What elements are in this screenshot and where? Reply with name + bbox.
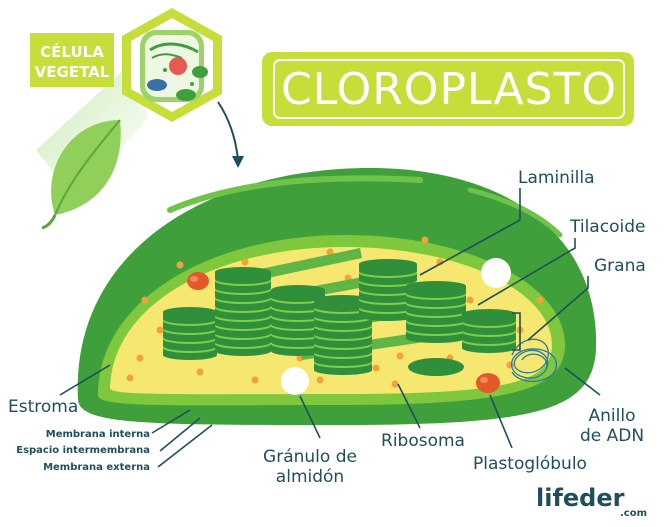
thylakoid-bottom — [314, 347, 372, 357]
thylakoid-bottom — [271, 319, 325, 329]
thylakoid-bottom — [406, 306, 466, 316]
thylakoid-bottom — [271, 310, 325, 320]
label-espacio-intermembrana: Espacio intermembrana — [16, 445, 150, 456]
thylakoid-bottom — [163, 332, 217, 342]
label-plastoglobulo: Plastoglóbulo — [473, 454, 587, 474]
thylakoid-bottom — [215, 337, 271, 347]
thylakoid-bottom — [271, 292, 325, 302]
thylakoid-bottom — [215, 319, 271, 329]
thylakoid — [359, 259, 417, 269]
badge-line2: VEGETAL — [35, 63, 110, 81]
label-membrana-interna: Membrana interna — [46, 429, 150, 440]
thylakoid — [271, 285, 325, 295]
title-banner: CLOROPLASTO — [262, 52, 634, 126]
thylakoid-bottom — [406, 297, 466, 307]
dna-ring — [510, 338, 557, 383]
thylakoid-bottom — [314, 338, 372, 348]
leader-lines — [59, 188, 601, 468]
thylakoid-bottom — [163, 341, 217, 351]
thylakoid-bottom — [314, 365, 372, 375]
label-laminilla: Laminilla — [518, 168, 595, 188]
thylakoid — [406, 281, 466, 291]
thylakoid-bottom — [359, 284, 417, 294]
thylakoid-bottom — [314, 311, 372, 321]
thylakoid-bottom — [271, 346, 325, 356]
label-adn-line1: Anillo — [589, 406, 636, 426]
label-granulo-line2: almidón — [276, 467, 344, 487]
label-ribosoma: Ribosoma — [381, 431, 465, 451]
label-tilacoide: Tilacoide — [569, 217, 645, 237]
label-adn-line2: de ADN — [580, 426, 644, 446]
thylakoid-bottom — [462, 343, 516, 353]
lifeder-logo: lifeder .com — [536, 484, 647, 519]
thylakoid-bottom — [406, 288, 466, 298]
thylakoid-bottom — [462, 325, 516, 335]
thylakoid-bottom — [163, 323, 217, 333]
brand-name: lifeder — [536, 484, 625, 512]
zoom-arrow — [217, 101, 239, 161]
thylakoid-bottom — [406, 315, 466, 325]
thylakoid-bottom — [462, 316, 516, 326]
plastoglobules — [187, 272, 500, 393]
thylakoid-bottom — [359, 311, 417, 321]
thylakoid-bottom — [215, 283, 271, 293]
ribosome-dots — [126, 236, 544, 388]
thylakoid-single — [408, 358, 464, 376]
thylakoid-bottom — [314, 302, 372, 312]
starch-granule — [281, 367, 309, 395]
thylakoid-bottom — [359, 266, 417, 276]
label-grana: Grana — [594, 256, 646, 276]
thylakoid-bottom — [314, 329, 372, 339]
thylakoid-bottom — [314, 356, 372, 366]
thylakoid-bottom — [406, 333, 466, 343]
leaf-icon — [41, 119, 121, 230]
label-estroma: Estroma — [8, 397, 78, 417]
thylakoid — [314, 295, 372, 305]
brand-suffix: .com — [620, 508, 647, 519]
thylakoid-bottom — [215, 292, 271, 302]
thylakoid-bottom — [271, 301, 325, 311]
thylakoid-bottom — [271, 337, 325, 347]
starch-granule-2 — [481, 258, 511, 288]
thylakoid-bottom — [359, 293, 417, 303]
cell-badge: CÉLULA VEGETAL — [30, 33, 114, 87]
thylakoid-bottom — [462, 334, 516, 344]
thylakoid-bottom — [215, 274, 271, 284]
thylakoid-bottom — [215, 310, 271, 320]
thylakoid — [462, 309, 516, 319]
thylakoid-bottom — [359, 275, 417, 285]
page-title: CLOROPLASTO — [281, 64, 617, 115]
thylakoid-bottom — [359, 302, 417, 312]
badge-line1: CÉLULA — [40, 42, 104, 61]
label-membrana-externa: Membrana externa — [43, 462, 150, 473]
thylakoid-bottom — [271, 328, 325, 338]
plant-cell-hexagon — [122, 8, 222, 122]
thylakoid-bottom — [163, 350, 217, 360]
zoom-arrowhead — [232, 156, 244, 168]
starch-granules — [281, 258, 511, 395]
thylakoid-bottom — [314, 320, 372, 330]
thylakoid-bottom — [215, 346, 271, 356]
thylakoid-bottom — [406, 324, 466, 334]
thylakoid — [215, 267, 271, 277]
label-granulo-line1: Gránulo de — [263, 447, 357, 467]
grana — [163, 259, 516, 376]
thylakoid-bottom — [215, 301, 271, 311]
thylakoid-bottom — [215, 328, 271, 338]
thylakoid-bottom — [163, 314, 217, 324]
thylakoid — [163, 307, 217, 317]
